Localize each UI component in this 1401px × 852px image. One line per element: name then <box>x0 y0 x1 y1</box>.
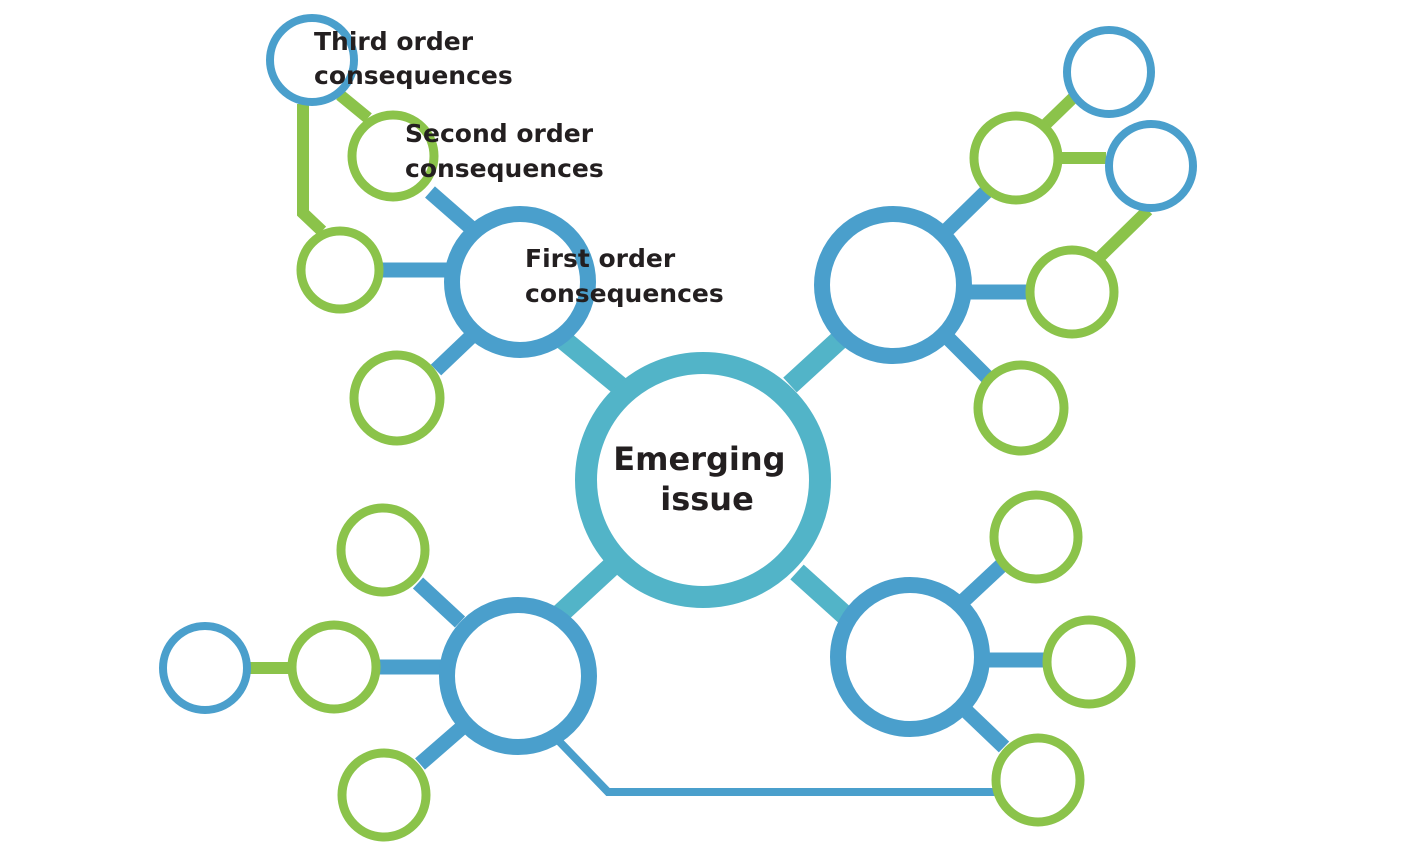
center-label-line1: Emerging <box>613 440 785 478</box>
second-order-node-bl-bottom <box>337 748 431 842</box>
second-order-node-tl-left <box>296 226 384 314</box>
connector-third-to-left-second <box>297 104 327 236</box>
third-order-node-tl <box>266 14 358 106</box>
second-order-node-br-right <box>1042 615 1136 709</box>
connector-center-to-bottom-right <box>790 564 855 626</box>
second-order-node-br-top <box>989 490 1083 584</box>
first-order-node-bottom-right <box>830 577 990 737</box>
third-order-node-tr-right <box>1105 120 1197 212</box>
connector-center-to-top-left <box>553 329 629 396</box>
second-order-label-line1: Second order <box>405 119 594 148</box>
first-order-label: First order consequences <box>525 244 724 308</box>
connectors <box>248 90 1153 796</box>
second-order-node-tr-right <box>1025 245 1119 339</box>
center-label-line2: issue <box>660 480 754 518</box>
connector-bl-to-second-top <box>412 577 466 628</box>
connector-tl-to-second-top <box>425 186 475 233</box>
third-order-node-bl <box>159 622 251 714</box>
third-order-label: Third order consequences <box>314 27 513 90</box>
center-node <box>575 352 831 608</box>
nodes <box>159 14 1197 842</box>
second-order-node-bl-top <box>336 503 430 597</box>
second-order-node-tl-top <box>347 110 439 202</box>
connector-tr-second-to-third-from-right <box>1095 205 1153 262</box>
first-order-label-line2: consequences <box>525 279 724 308</box>
center-label: Emerging issue <box>613 440 796 518</box>
connector-tr-second-to-third-top <box>1040 90 1081 130</box>
connector-center-to-bottom-left <box>553 558 619 622</box>
third-order-label-line2: consequences <box>314 61 513 90</box>
first-order-node-top-left <box>444 206 596 358</box>
first-order-label-line1: First order <box>525 244 676 273</box>
second-order-label-line2: consequences <box>405 154 604 183</box>
first-order-node-bottom-left <box>439 597 597 755</box>
connector-bl-to-br-second <box>552 734 1000 796</box>
third-order-node-tr-top <box>1063 26 1155 118</box>
connector-tr-to-second-top <box>939 182 996 238</box>
second-order-label: Second order consequences <box>405 119 604 183</box>
second-order-node-tl-bottom <box>349 350 445 446</box>
first-order-node-top-right <box>814 206 972 364</box>
second-order-node-br-bottom <box>991 733 1085 827</box>
labels: Emerging issue Third order consequences … <box>314 27 796 518</box>
connector-bl-to-second-bottom <box>415 718 471 770</box>
connector-br-to-second-top <box>954 556 1011 610</box>
second-order-node-bl-left <box>287 620 381 714</box>
third-order-label-line1: Third order <box>314 27 474 56</box>
connector-tr-to-second-bottom <box>942 332 994 384</box>
connector-third-to-second-tl <box>336 90 372 123</box>
second-order-node-tr-top <box>969 111 1063 205</box>
second-order-node-tr-bottom <box>973 360 1069 456</box>
